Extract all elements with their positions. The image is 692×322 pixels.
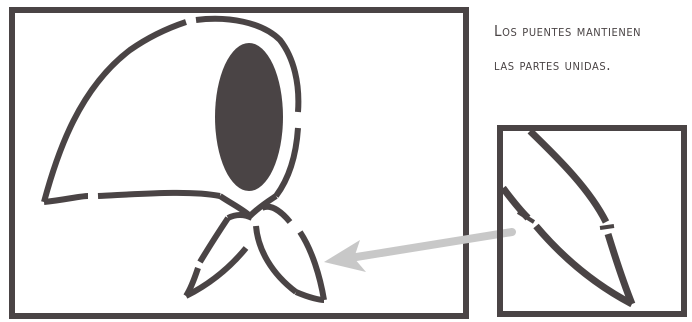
headscarf-stencil-icon — [44, 19, 324, 300]
detail-frame — [500, 128, 684, 314]
arrow-left-icon — [324, 232, 512, 272]
caption-line-2: las partes unidas. — [494, 48, 690, 82]
caption: Los puentes mantienen las partes unidas. — [494, 14, 690, 82]
stencil-bridge-detail-icon — [503, 131, 632, 304]
face-oval — [215, 43, 283, 191]
caption-line-1: Los puentes mantienen — [494, 14, 690, 48]
